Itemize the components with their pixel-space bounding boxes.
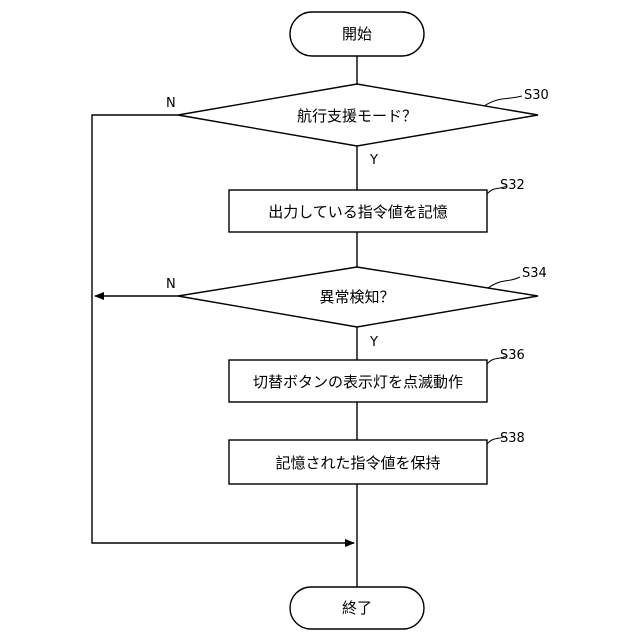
branch-label-s30-no: N (166, 96, 176, 111)
process-s38-label: 記憶された指令値を保持 (275, 454, 440, 472)
step-label-s38: S38 (500, 431, 525, 446)
step-leader-s34 (488, 277, 520, 288)
branch-label-s34-yes: Y (369, 335, 378, 350)
branch-label-s30-yes: Y (369, 153, 378, 168)
step-label-s30: S30 (524, 88, 549, 103)
process-s36-label: 切替ボタンの表示灯を点滅動作 (253, 373, 463, 391)
end-label: 終了 (342, 599, 372, 617)
start-label: 開始 (342, 25, 372, 43)
decision-s30-label: 航行支援モード？ (297, 107, 417, 125)
step-leader-s30 (484, 96, 522, 106)
step-label-s32: S32 (500, 178, 525, 193)
step-label-s34: S34 (522, 266, 547, 281)
branch-label-s34-no: N (166, 277, 176, 292)
process-s32-label: 出力している指令値を記憶 (268, 203, 448, 221)
decision-s34-label: 異常検知？ (319, 288, 394, 306)
step-label-s36: S36 (500, 348, 525, 363)
